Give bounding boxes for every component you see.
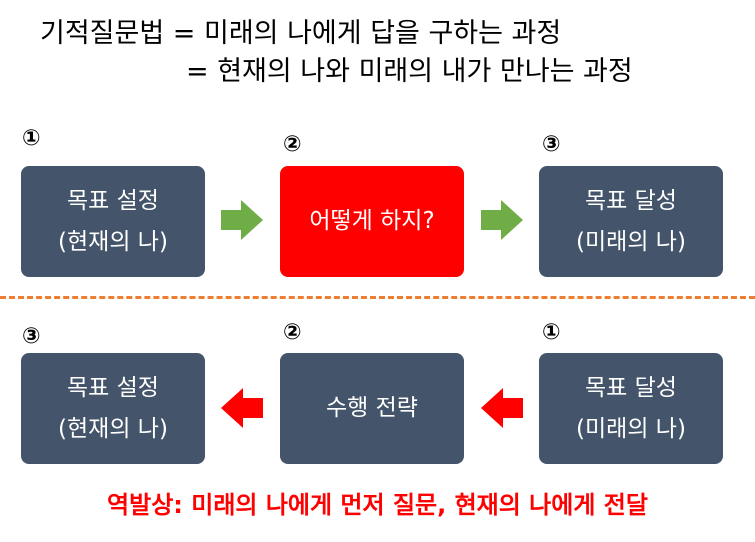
top-box-goal-setting-title: 목표 설정 [67, 188, 159, 215]
bottom-box-goal-achieved-subtitle: (미래의 나) [576, 415, 686, 442]
bottom-box-goal-achieved-title: 목표 달성 [585, 375, 677, 402]
top-step-number-1: ① [22, 126, 41, 151]
top-step-number-3: ③ [542, 132, 561, 157]
forward-arrow-icon-2 [481, 200, 523, 240]
bottom-box-goal-setting-subtitle: (현재의 나) [58, 415, 168, 442]
top-box-goal-achieved-title: 목표 달성 [585, 188, 677, 215]
bottom-box-goal-achieved: 목표 달성 (미래의 나) [539, 353, 723, 464]
dashed-divider [0, 296, 755, 299]
top-step-number-2: ② [283, 132, 302, 157]
top-box-goal-setting: 목표 설정 (현재의 나) [21, 166, 205, 277]
bottom-step-number-1: ① [542, 320, 561, 345]
top-box-how-to-title: 어떻게 하지? [309, 208, 435, 235]
backward-arrow-icon-1 [221, 388, 263, 428]
header-line-1: 기적질문법 = 미래의 나에게 답을 구하는 과정 [40, 18, 562, 49]
bottom-box-strategy-title: 수행 전략 [326, 395, 418, 422]
bottom-box-goal-setting: 목표 설정 (현재의 나) [21, 353, 205, 464]
header-line-2: = 현재의 나와 미래의 내가 만나는 과정 [186, 56, 633, 87]
top-box-goal-achieved: 목표 달성 (미래의 나) [539, 166, 723, 277]
bottom-box-strategy: 수행 전략 [280, 353, 464, 464]
bottom-step-number-3: ③ [22, 324, 41, 349]
top-box-goal-achieved-subtitle: (미래의 나) [576, 228, 686, 255]
top-box-how-to: 어떻게 하지? [280, 166, 464, 277]
forward-arrow-icon-1 [221, 200, 263, 240]
top-box-goal-setting-subtitle: (현재의 나) [58, 228, 168, 255]
bottom-box-goal-setting-title: 목표 설정 [67, 375, 159, 402]
bottom-step-number-2: ② [283, 320, 302, 345]
backward-arrow-icon-2 [481, 388, 523, 428]
footer-reverse-thinking: 역발상: 미래의 나에게 먼저 질문, 현재의 나에게 전달 [107, 491, 648, 519]
